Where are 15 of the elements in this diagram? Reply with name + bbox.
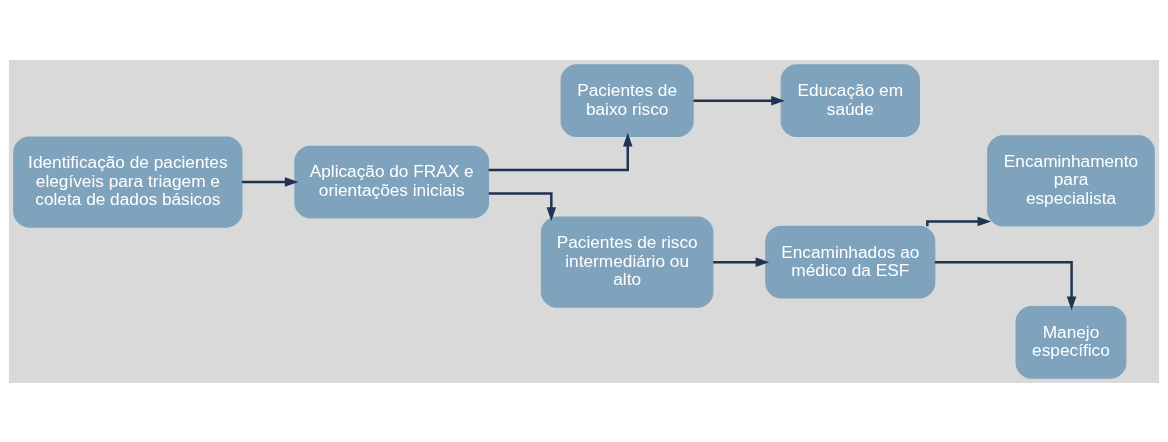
node-box: Identificação de pacientes elegíveis para triagem e coleta de dados básicos [13,135,243,228]
arrow [926,216,992,226]
node-box: Encaminhados ao médico da ESF [765,225,936,299]
node-box: Educação em saúde [780,63,920,137]
node-box: Pacientes de baixo risco [560,63,694,137]
arrow [488,191,557,221]
arrow [713,256,770,267]
arrow [693,95,785,105]
node-box: Aplicação do FRAX e orientações iniciais [294,145,490,218]
node-box: Manejo específico [1015,305,1127,379]
arrow [934,260,1077,310]
arrow [488,132,633,171]
node-box: Pacientes de risco intermediário ou alto [540,216,714,308]
node-box: Encaminhamento para especialista [987,134,1155,226]
arrow [242,176,299,187]
